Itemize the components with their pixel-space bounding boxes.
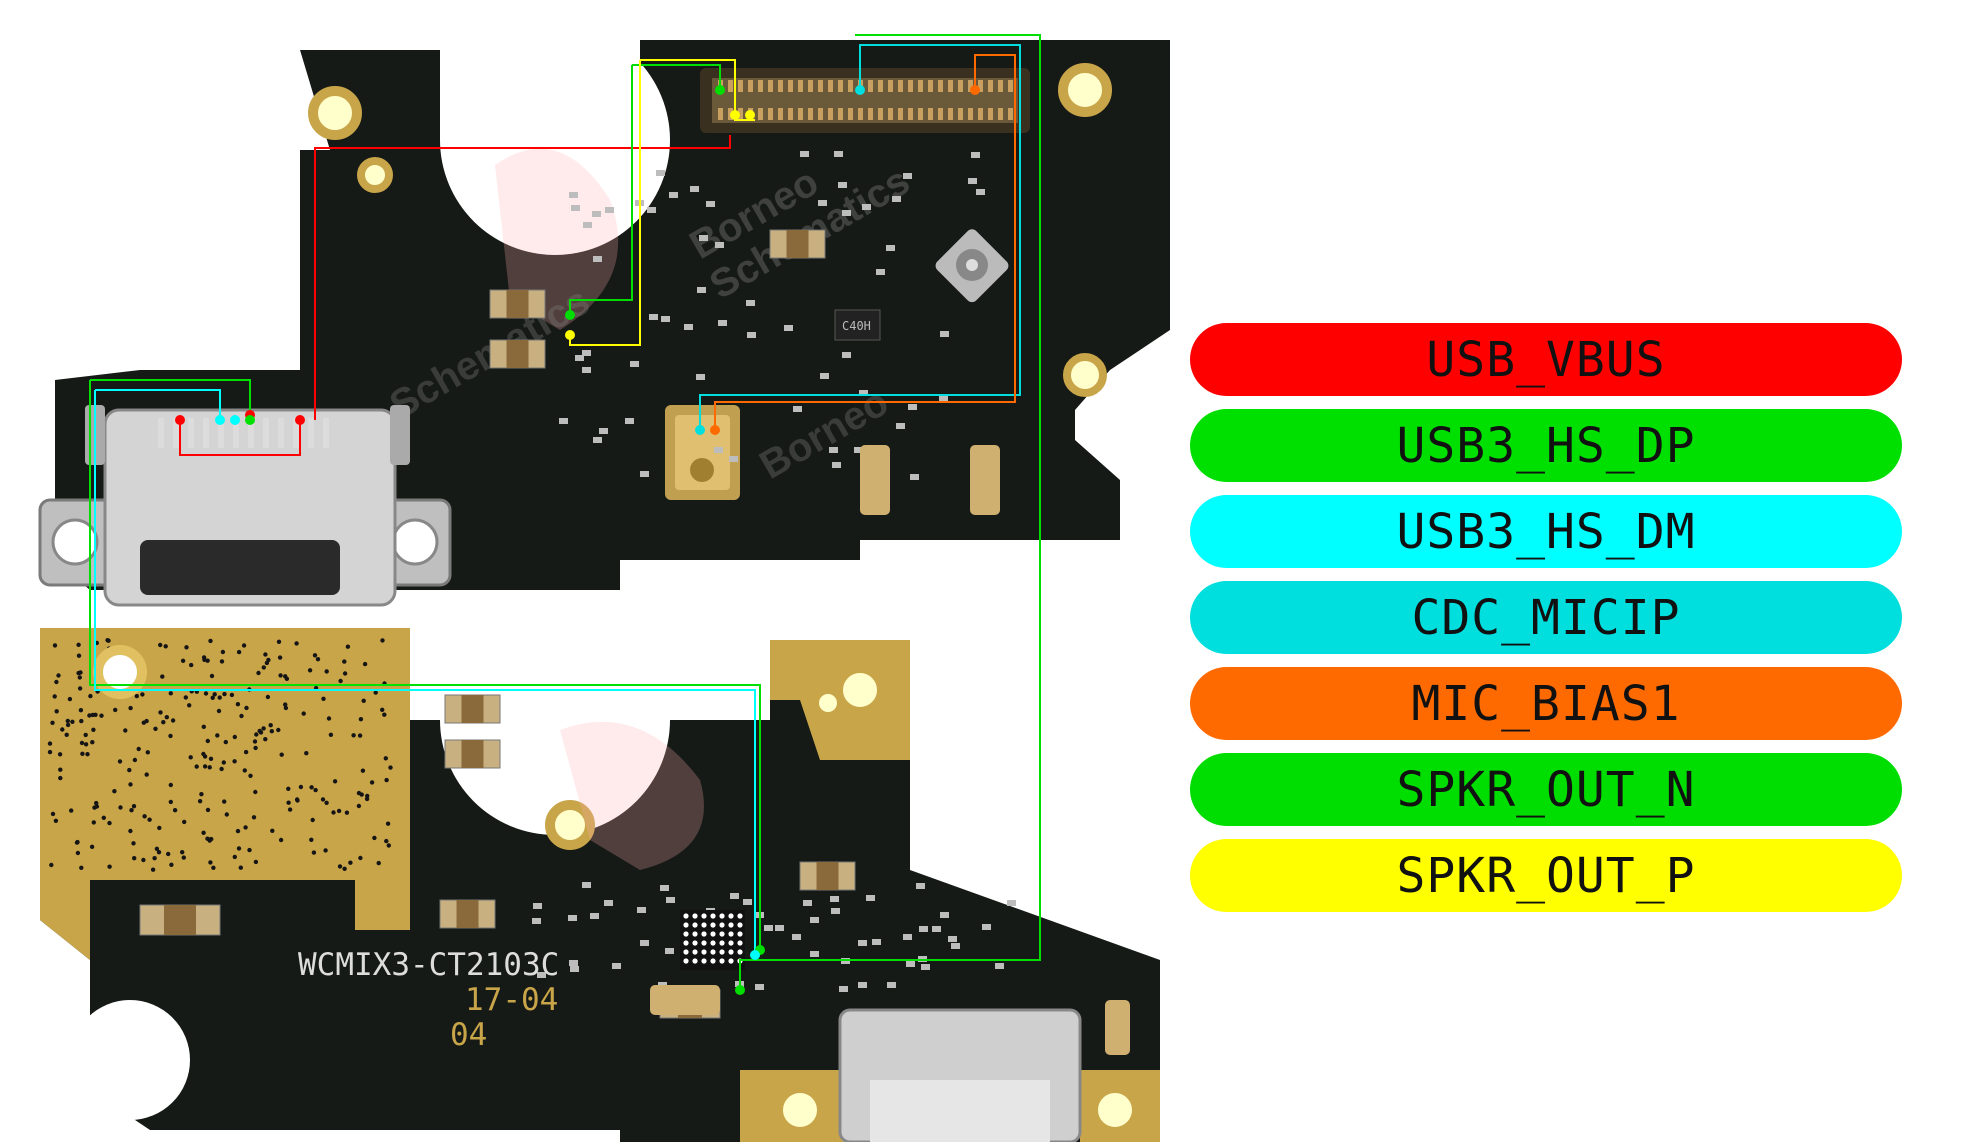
- usb-c-port-upper: [38, 405, 452, 607]
- silk-model: WCMIX3-CT2103C: [298, 947, 559, 983]
- microphone: [665, 405, 740, 500]
- silk-rev: 04: [450, 1017, 487, 1053]
- trace-cdc-micip: [699, 44, 1021, 430]
- ic-chip: [834, 309, 881, 341]
- legend-mic-bias1: MIC_BIAS1: [1190, 667, 1902, 740]
- legend-cdc-micip: CDC_MICIP: [1190, 581, 1902, 654]
- chip-marking: C40H: [842, 319, 871, 333]
- trace-mic-bias1: [714, 54, 1016, 430]
- legend-spkr-out-n: SPKR_OUT_N: [1190, 753, 1902, 826]
- legend-usb-vbus: USB_VBUS: [1190, 323, 1902, 396]
- legend-spkr-out-p: SPKR_OUT_P: [1190, 839, 1902, 912]
- spring-contacts: [650, 445, 1130, 1055]
- watermark: [495, 148, 704, 870]
- usb-c-port-lower: [838, 1008, 1082, 1142]
- ground-plane: [40, 628, 410, 960]
- mounting-holes: [93, 63, 1142, 1137]
- legend-usb3-hs-dm: USB3_HS_DM: [1190, 495, 1902, 568]
- silk-date: 17-04: [465, 982, 558, 1018]
- trace-usb-vbus: [314, 135, 731, 420]
- net-traces: [89, 34, 1041, 990]
- antenna-connector: [935, 229, 1009, 303]
- btb-connector: [700, 68, 1030, 133]
- legend-usb3-hs-dp: USB3_HS_DP: [1190, 409, 1902, 482]
- trace-usb3-dp: [90, 379, 251, 415]
- net-legend: USB_VBUS USB3_HS_DP USB3_HS_DM CDC_MICIP…: [1190, 323, 1902, 925]
- trace-usb3-dm: [95, 389, 221, 420]
- trace-spkr-n: [569, 64, 721, 315]
